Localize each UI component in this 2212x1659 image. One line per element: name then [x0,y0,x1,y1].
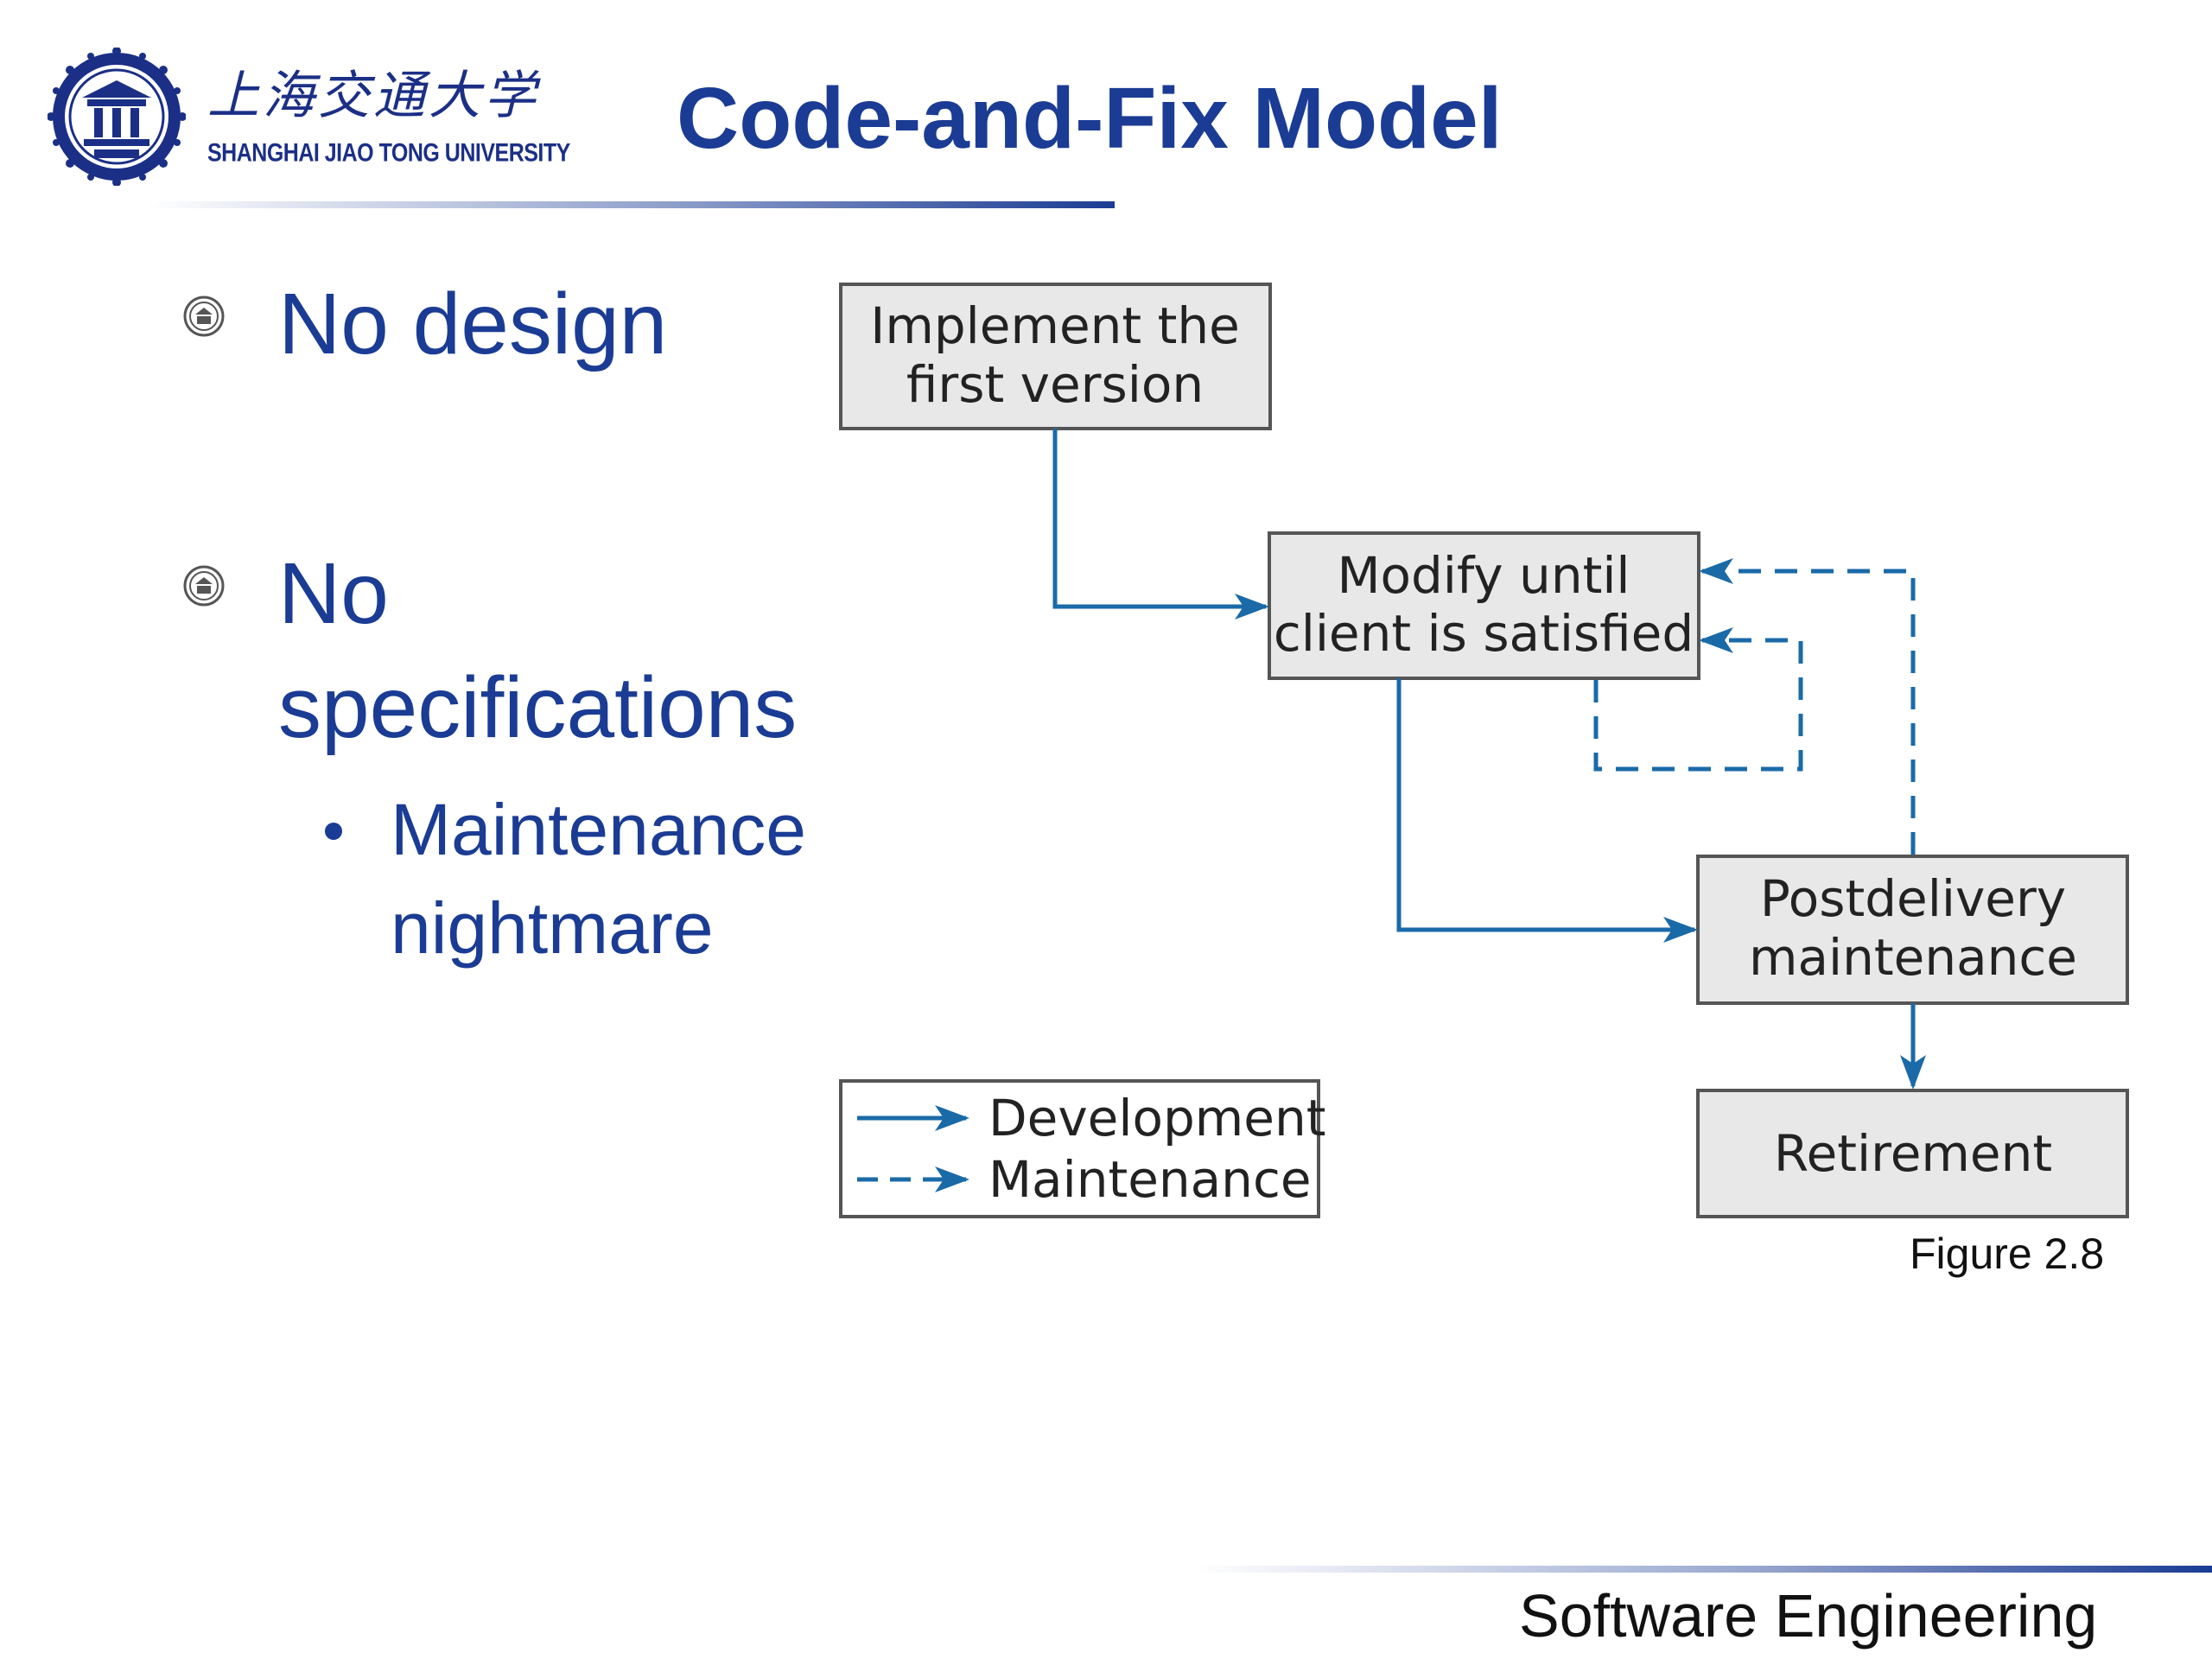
seal-bullet-icon [183,565,225,607]
university-name-english: SHANGHAI JIAO TONG UNIVERSITY [207,138,570,168]
box-modify-until-satisfied: Modify until client is satisfied [1268,531,1700,680]
bullet-no-specifications-line2: specifications [278,659,798,756]
footer-divider [1192,1566,2212,1573]
arrow-modify-to-postdelivery [1396,678,1698,943]
university-seal-icon [48,48,186,186]
box-implement-line1: Implement the [870,296,1240,355]
box-postdelivery-maintenance: Postdelivery maintenance [1696,855,2129,1005]
sub-bullet-dot [325,823,342,840]
legend-development-label: Development [988,1089,1325,1147]
university-name-chinese: 上海交通大学 [207,66,539,126]
legend-maintenance-label: Maintenance [988,1150,1312,1209]
seal-bullet-icon [183,296,225,337]
box-postdelivery-line2: maintenance [1749,928,2077,987]
sub-bullet-maintenance-line1: Maintenance [391,789,806,870]
sub-bullet-maintenance-line2: nightmare [391,887,714,969]
bullet-no-design: No design [278,276,668,372]
box-retirement-label: Retirement [1774,1124,2052,1183]
box-implement-line2: first version [906,355,1204,414]
box-modify-line1: Modify until [1337,546,1630,605]
box-implement-first-version: Implement the first version [839,283,1272,430]
arrow-modify-self-loop [1593,627,1803,772]
footer-course-name: Software Engineering [1519,1582,2098,1649]
box-retirement: Retirement [1696,1089,2129,1218]
figure-caption: Figure 2.8 [1910,1230,2105,1278]
slide-title: Code-and-Fix Model [677,70,1503,167]
header-divider [147,201,1115,208]
bullet-no-specifications-line1: No [278,545,389,642]
box-modify-line2: client is satisfied [1274,604,1694,663]
arrow-implement-to-modify [1052,429,1269,620]
diagram-legend: Development Maintenance [839,1079,1325,1218]
box-postdelivery-line1: Postdelivery [1760,869,2066,928]
arrow-postdelivery-to-modify [1699,558,1916,855]
